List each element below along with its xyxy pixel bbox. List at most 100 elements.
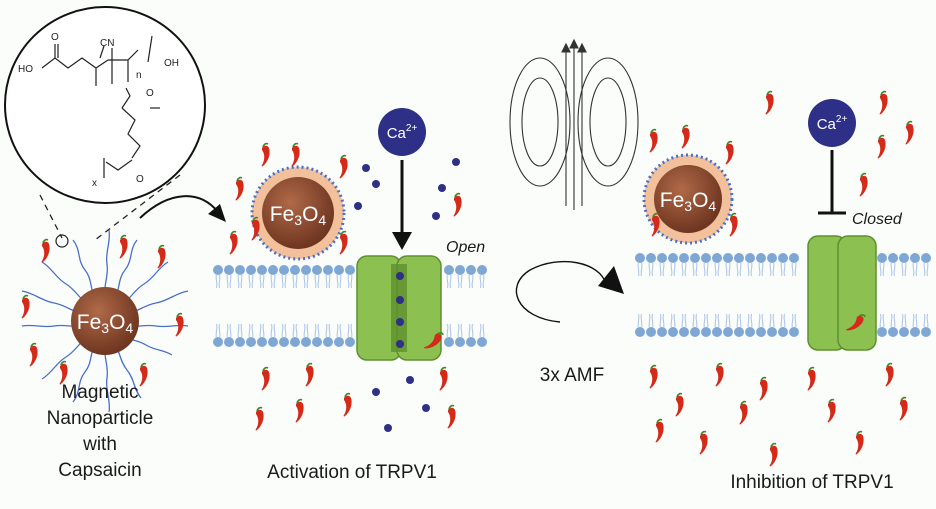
lipid-head-top bbox=[476, 264, 488, 289]
magnetic-field-lines bbox=[509, 38, 639, 210]
lipid-head-bottom bbox=[645, 313, 657, 338]
magnifier-marker bbox=[55, 234, 69, 248]
lipid-head-top bbox=[755, 252, 767, 277]
lipid-head-top bbox=[909, 252, 921, 277]
lipid-head-top bbox=[344, 264, 356, 289]
caption-left-line-4: Capsaicin bbox=[58, 460, 141, 481]
lipid-head-top bbox=[289, 264, 301, 289]
right-membrane bbox=[634, 252, 932, 338]
lipid-head-top bbox=[777, 252, 789, 277]
left-nanoparticle-group: Fe3O4 bbox=[20, 229, 189, 413]
lipid-head-bottom bbox=[744, 313, 756, 338]
lipid-head-bottom bbox=[333, 323, 345, 348]
lipid-head-top bbox=[920, 252, 932, 277]
caption-left-line-1: Magnetic bbox=[61, 382, 138, 403]
cycle-arrow bbox=[515, 260, 607, 323]
lipid-head-top bbox=[887, 252, 899, 277]
caption-right: Inhibition of TRPV1 bbox=[730, 472, 893, 493]
lipid-head-bottom bbox=[876, 313, 888, 338]
lipid-head-top bbox=[454, 264, 466, 289]
influx-arrowhead bbox=[392, 232, 412, 250]
lipid-head-top bbox=[300, 264, 312, 289]
lipid-head-bottom bbox=[267, 323, 279, 348]
lipid-head-top bbox=[333, 264, 345, 289]
lipid-head-bottom bbox=[722, 313, 734, 338]
lipid-head-bottom bbox=[700, 313, 712, 338]
caption-left-line-3: with bbox=[82, 434, 117, 455]
lipid-head-top bbox=[898, 252, 910, 277]
lipid-head-bottom bbox=[920, 313, 932, 338]
lipid-head-top bbox=[267, 264, 279, 289]
lipid-head-top bbox=[311, 264, 323, 289]
lipid-head-bottom bbox=[300, 323, 312, 348]
lipid-head-top bbox=[465, 264, 477, 289]
trpv1-closed-channel bbox=[807, 235, 877, 351]
ca-ion-dots bbox=[354, 158, 460, 432]
lipid-head-bottom bbox=[465, 323, 477, 348]
middle-nanoparticle-group: Fe3O4 bbox=[228, 142, 349, 261]
amf-label: 3x AMF bbox=[540, 365, 604, 386]
middle-fe3o4-label: Fe3O4 bbox=[270, 203, 327, 228]
chem-o1: O bbox=[51, 32, 59, 43]
lipid-head-bottom bbox=[733, 313, 745, 338]
lipid-head-top bbox=[322, 264, 334, 289]
lipid-head-top bbox=[689, 252, 701, 277]
lipid-head-bottom bbox=[278, 323, 290, 348]
lipid-head-bottom bbox=[344, 323, 356, 348]
chem-x: x bbox=[92, 178, 97, 189]
lipid-head-top bbox=[711, 252, 723, 277]
polymer-structure-bubble: HO CN OH n O O O x bbox=[4, 6, 206, 248]
right-ca-ion bbox=[808, 99, 856, 147]
caption-left-line-2: Nanoparticle bbox=[47, 408, 154, 429]
cycle-arrowhead bbox=[598, 266, 624, 294]
lipid-head-bottom bbox=[289, 323, 301, 348]
lipid-head-top bbox=[733, 252, 745, 277]
lipid-head-bottom bbox=[443, 323, 455, 348]
lipid-head-bottom bbox=[766, 313, 778, 338]
lipid-head-bottom bbox=[223, 323, 235, 348]
lipid-head-bottom bbox=[256, 323, 268, 348]
lipid-head-top bbox=[223, 264, 235, 289]
lipid-head-bottom bbox=[322, 323, 334, 348]
lipid-head-bottom bbox=[777, 313, 789, 338]
lipid-head-top bbox=[722, 252, 734, 277]
lipid-head-top bbox=[656, 252, 668, 277]
lipid-head-bottom bbox=[212, 323, 224, 348]
lipid-head-top bbox=[678, 252, 690, 277]
lipid-head-bottom bbox=[887, 313, 899, 338]
lipid-head-bottom bbox=[234, 323, 246, 348]
lipid-head-bottom bbox=[755, 313, 767, 338]
lipid-head-bottom bbox=[689, 313, 701, 338]
lipid-head-bottom bbox=[788, 313, 800, 338]
lipid-head-top bbox=[234, 264, 246, 289]
chem-o3: O bbox=[136, 174, 144, 185]
lipid-head-top bbox=[212, 264, 224, 289]
lipid-head-top bbox=[667, 252, 679, 277]
chem-oh: OH bbox=[164, 58, 179, 69]
lipid-head-bottom bbox=[245, 323, 257, 348]
lipid-head-top bbox=[645, 252, 657, 277]
chem-o2: O bbox=[146, 88, 154, 99]
lipid-head-bottom bbox=[454, 323, 466, 348]
open-label: Open bbox=[446, 239, 485, 256]
lipid-head-top bbox=[876, 252, 888, 277]
left-fe3o4-label: Fe3O4 bbox=[77, 311, 134, 336]
closed-label: Closed bbox=[852, 211, 903, 228]
lipid-head-top bbox=[766, 252, 778, 277]
lipid-head-bottom bbox=[476, 323, 488, 348]
lipid-head-bottom bbox=[909, 313, 921, 338]
left-fe3o4-core bbox=[71, 287, 139, 355]
lipid-head-bottom bbox=[898, 313, 910, 338]
middle-membrane bbox=[212, 264, 488, 348]
right-ca-label: Ca2+ bbox=[817, 114, 848, 133]
lipid-head-bottom bbox=[634, 313, 646, 338]
lipid-head-top bbox=[700, 252, 712, 277]
lipid-head-top bbox=[443, 264, 455, 289]
right-fe3o4-label: Fe3O4 bbox=[660, 189, 717, 214]
lipid-head-top bbox=[278, 264, 290, 289]
lipid-head-bottom bbox=[667, 313, 679, 338]
lipid-head-bottom bbox=[311, 323, 323, 348]
trpv1-open-channel bbox=[356, 255, 446, 361]
